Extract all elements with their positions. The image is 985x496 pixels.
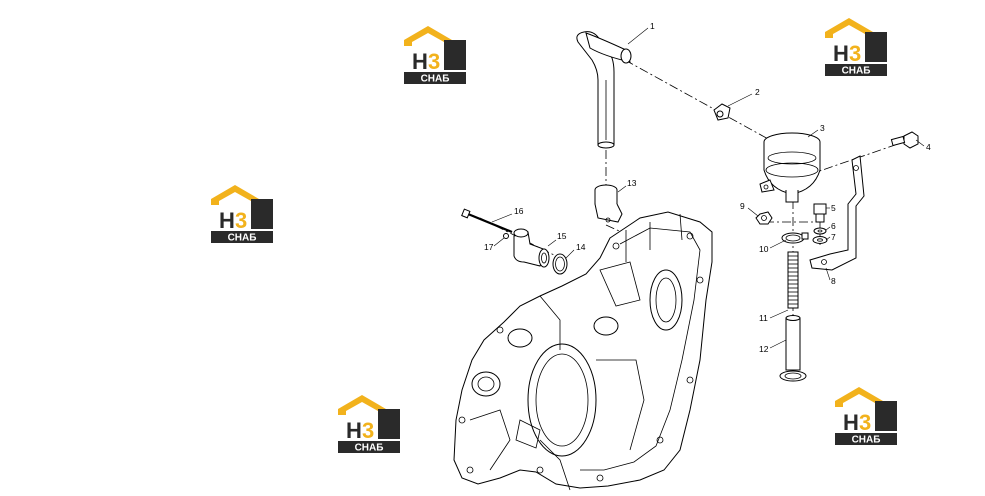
callout-5: 5 — [831, 203, 836, 213]
svg-text:H: H — [412, 49, 428, 74]
callout-9: 9 — [740, 201, 745, 211]
bolt-5 — [813, 203, 827, 223]
callout-13: 13 — [627, 178, 637, 188]
callout-15: 15 — [557, 231, 567, 241]
svg-text:H: H — [346, 418, 362, 443]
callout-10: 10 — [759, 244, 769, 254]
breather-tube — [576, 31, 632, 149]
tube-12 — [779, 315, 807, 382]
watermark-logo-3: H 3 СНАБ — [211, 185, 273, 244]
callout-14: 14 — [576, 242, 586, 252]
callout-12: 12 — [759, 344, 769, 354]
elbow-fitting-15 — [513, 228, 550, 268]
svg-text:3: 3 — [362, 418, 374, 443]
svg-text:H: H — [843, 410, 859, 435]
clamp — [713, 103, 731, 121]
callout-17: 17 — [484, 242, 494, 252]
gear-housing — [453, 211, 713, 491]
tube-clip-13 — [594, 184, 623, 223]
callout-3: 3 — [820, 123, 825, 133]
corrugated-hose-11 — [787, 251, 799, 309]
svg-text:3: 3 — [235, 208, 247, 233]
o-ring-14 — [552, 253, 568, 275]
logo-caption: СНАБ — [852, 435, 881, 446]
svg-text:H: H — [833, 41, 849, 66]
washer-6 — [813, 227, 827, 235]
watermark-logo-2: H 3 СНАБ — [825, 18, 887, 77]
watermark-logo-4: H 3 СНАБ — [338, 395, 400, 454]
callout-16: 16 — [514, 206, 524, 216]
breather-filter — [759, 132, 821, 203]
callouts: 1 2 3 4 5 6 7 8 9 10 11 12 13 14 15 16 1… — [484, 21, 931, 354]
callout-2: 2 — [755, 87, 760, 97]
long-bolt-16 — [461, 208, 513, 234]
leader-lines — [491, 27, 925, 349]
washer-7 — [812, 236, 828, 244]
bolt-4 — [890, 131, 919, 149]
callout-6: 6 — [831, 221, 836, 231]
callout-1: 1 — [650, 21, 655, 31]
svg-text:3: 3 — [849, 41, 861, 66]
logo-caption: СНАБ — [421, 74, 450, 85]
callout-4: 4 — [926, 142, 931, 152]
svg-text:H: H — [219, 208, 235, 233]
logo-caption: СНАБ — [228, 233, 257, 244]
washer-17 — [503, 233, 509, 239]
watermark-logo-1: H 3 СНАБ — [404, 26, 466, 85]
bracket — [809, 155, 865, 271]
svg-text:3: 3 — [428, 49, 440, 74]
callout-8: 8 — [831, 276, 836, 286]
watermark-logo-5: H 3 СНАБ — [835, 387, 897, 446]
svg-text:3: 3 — [859, 410, 871, 435]
callout-11: 11 — [759, 313, 768, 323]
logo-caption: СНАБ — [842, 66, 871, 77]
logo-caption: СНАБ — [355, 443, 384, 454]
nut-9 — [755, 211, 773, 225]
callout-7: 7 — [831, 232, 836, 242]
hose-clamp-10 — [781, 232, 809, 244]
